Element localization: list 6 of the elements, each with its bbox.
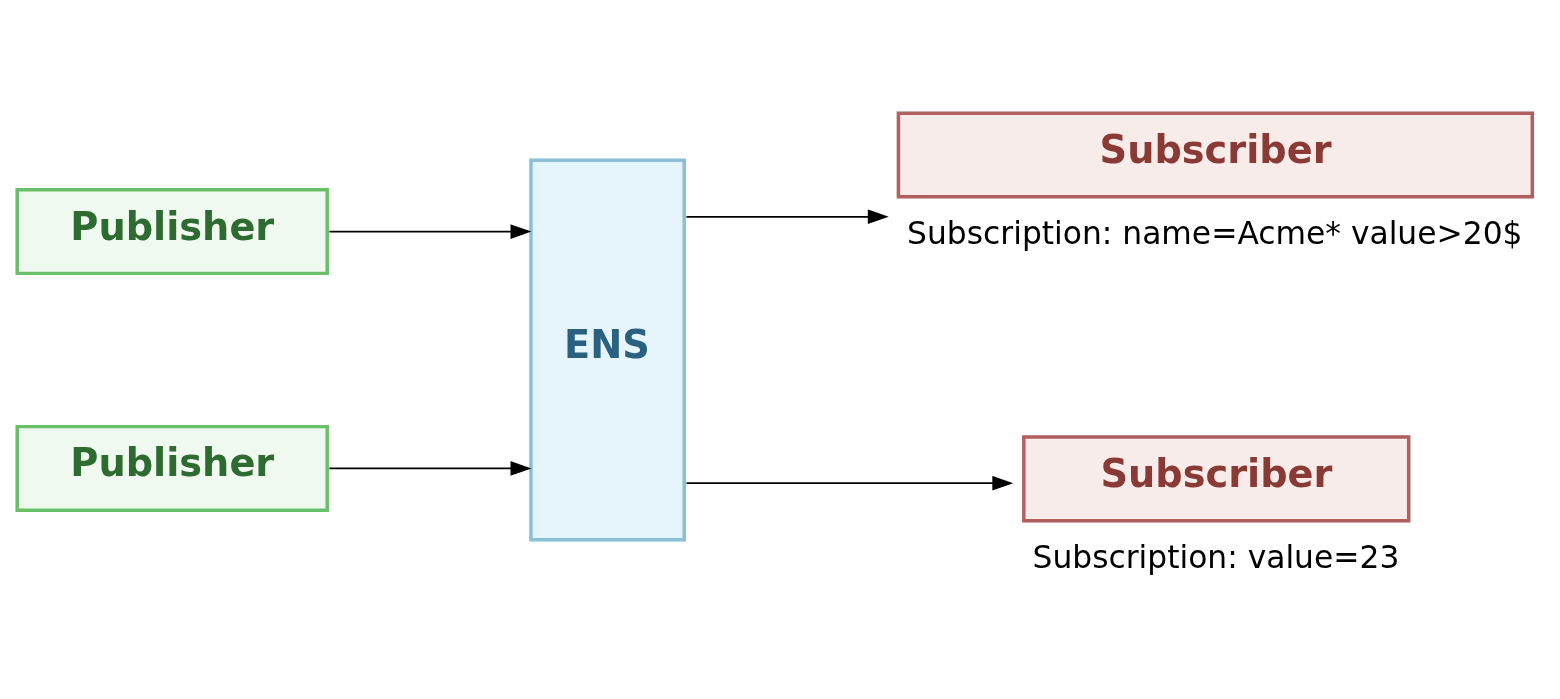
arrow: [328, 460, 532, 476]
node-label: Subscription: name=Acme* value>20$: [907, 214, 1523, 251]
arrow: [685, 208, 889, 224]
arrow: [328, 223, 532, 239]
arrow: [685, 475, 1014, 491]
node-label: Subscription: value=23: [1032, 538, 1400, 575]
